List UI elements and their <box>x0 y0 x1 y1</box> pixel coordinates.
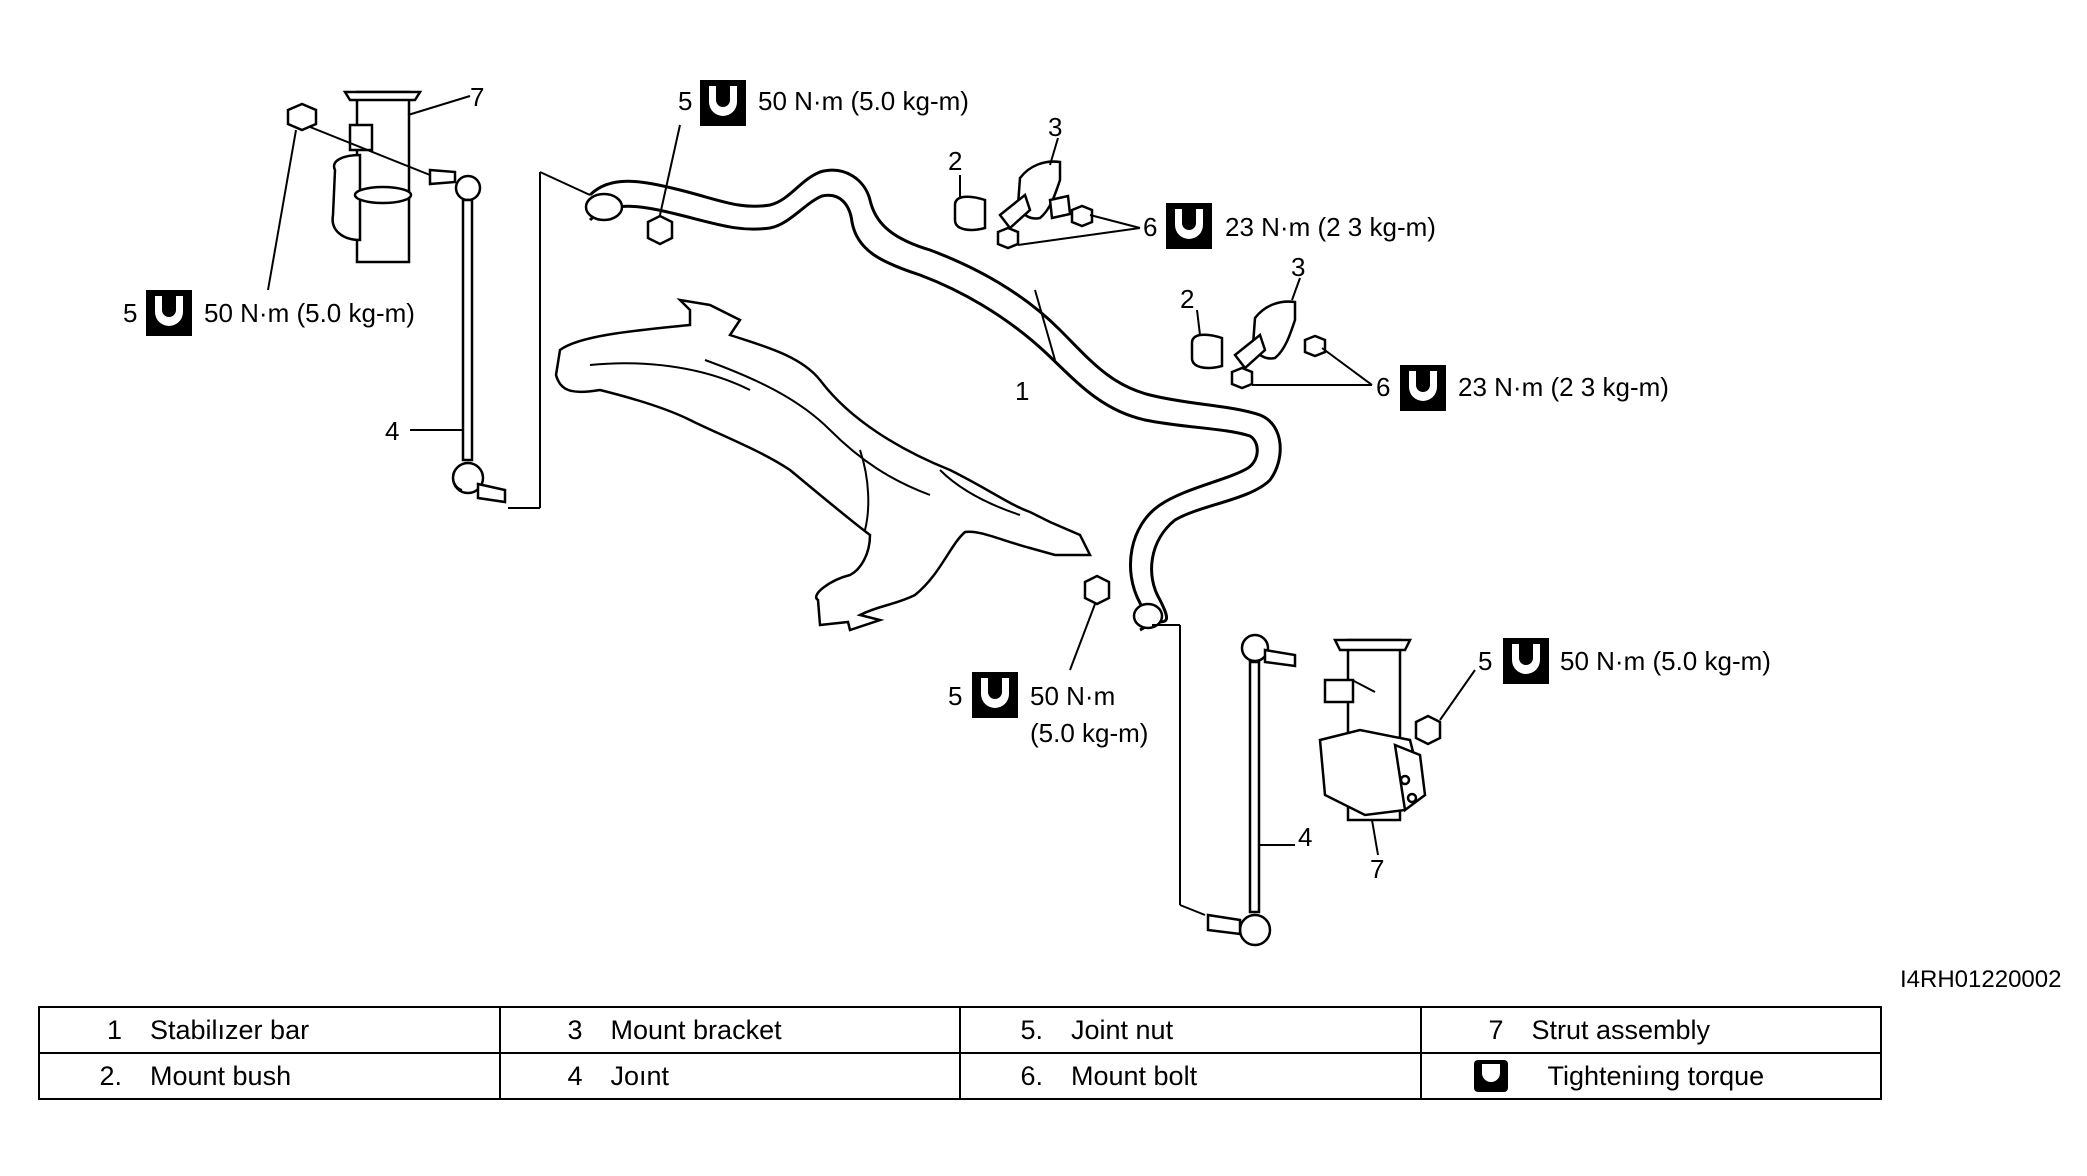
left-joint <box>309 126 591 509</box>
stabilizer-bar <box>584 168 1282 632</box>
callout-5-right: 5 <box>1478 646 1492 676</box>
middle-joint-nut <box>1069 574 1111 671</box>
callout-2-lower: 2 <box>1180 284 1194 314</box>
legend-label: Mount bolt <box>1071 1060 1198 1091</box>
image-code: I4RH01220002 <box>1900 966 2061 993</box>
callout-5-top: 5 <box>678 86 692 116</box>
legend-num: 7 <box>1488 1014 1504 1045</box>
crossmember <box>554 298 1093 632</box>
torque-5-middle-line2: (5.0 kg-m) <box>1030 718 1148 748</box>
legend-cell: Tighteniıng torque <box>1419 1052 1882 1100</box>
legend-label: Mount bush <box>150 1060 292 1091</box>
torque-wrench-icon <box>146 290 192 336</box>
torque-5-middle-line1: 50 N·m <box>1030 681 1115 711</box>
right-strut-assembly <box>1318 638 1476 856</box>
legend-label: Joınt <box>610 1060 670 1091</box>
torque-wrench-icon <box>972 672 1018 718</box>
torque-wrench-icon <box>1400 365 1446 411</box>
legend-num: 3 <box>567 1014 583 1045</box>
legend-cell: 2. Mount bush <box>38 1052 501 1100</box>
legend-row: 2. Mount bush 4 Joınt 6. Mount bolt Tighten… <box>38 1052 1882 1100</box>
legend-num: 1 <box>106 1014 122 1045</box>
left-joint-nut <box>286 102 318 132</box>
torque-5-left: 50 N·m (5.0 kg-m) <box>204 298 415 328</box>
torque-5-top: 50 N·m (5.0 kg-m) <box>758 86 969 116</box>
mount-set-upper <box>953 137 1141 250</box>
legend-num: 5. <box>1020 1014 1043 1045</box>
callout-7-right: 7 <box>1370 854 1384 884</box>
torque-5-right: 50 N·m (5.0 kg-m) <box>1560 646 1771 676</box>
torque-6-lower: 23 N·m (2 3 kg-m) <box>1458 372 1669 402</box>
callout-5-middle: 5 <box>948 681 962 711</box>
torque-6-upper: 23 N·m (2 3 kg-m) <box>1225 212 1436 242</box>
legend-cell: 7 Strut assembly <box>1419 1006 1882 1054</box>
callout-4-left: 4 <box>385 416 399 446</box>
callout-7-top: 7 <box>470 82 484 112</box>
legend-label: Tighteniıng torque <box>1547 1060 1765 1091</box>
legend-cell: 3 Mount bracket <box>498 1006 961 1054</box>
callout-6-upper: 6 <box>1143 212 1157 242</box>
callout-3-upper: 3 <box>1048 112 1062 142</box>
callout-2-upper: 2 <box>948 146 962 176</box>
legend-cell: 6. Mount bolt <box>959 1052 1422 1100</box>
legend-cell: 4 Joınt <box>498 1052 961 1100</box>
torque-wrench-icon <box>1166 203 1212 249</box>
right-joint <box>1152 624 1297 947</box>
legend-label: Strut assembly <box>1531 1014 1711 1045</box>
callout-3-lower: 3 <box>1291 252 1305 282</box>
top-joint-nut <box>646 124 681 246</box>
mount-set-lower <box>1190 277 1373 390</box>
callout-4-right: 4 <box>1298 822 1312 852</box>
torque-wrench-icon <box>1503 638 1549 684</box>
legend-row: 1 Stabilızer bar 3 Mount bracket 5. Joint n… <box>38 1006 1882 1054</box>
legend-num: 2. <box>99 1060 122 1091</box>
legend-label: Mount bracket <box>610 1014 782 1045</box>
left-strut-assembly <box>331 90 423 264</box>
torque-wrench-icon <box>700 80 746 126</box>
callout-1: 1 <box>1015 376 1029 406</box>
callout-6-lower: 6 <box>1376 372 1390 402</box>
legend-num: 4 <box>567 1060 583 1091</box>
torque-wrench-icon <box>1473 1060 1508 1092</box>
legend-label: Joint nut <box>1071 1014 1174 1045</box>
callout-5-left: 5 <box>123 298 137 328</box>
legend-label: Stabilızer bar <box>150 1014 310 1045</box>
legend-cell: 1 Stabilızer bar <box>38 1006 501 1054</box>
legend-cell: 5. Joint nut <box>959 1006 1422 1054</box>
legend-num: 6. <box>1020 1060 1043 1091</box>
parts-legend: 1 Stabilızer bar 3 Mount bracket 5. Joint n… <box>38 1006 1882 1100</box>
